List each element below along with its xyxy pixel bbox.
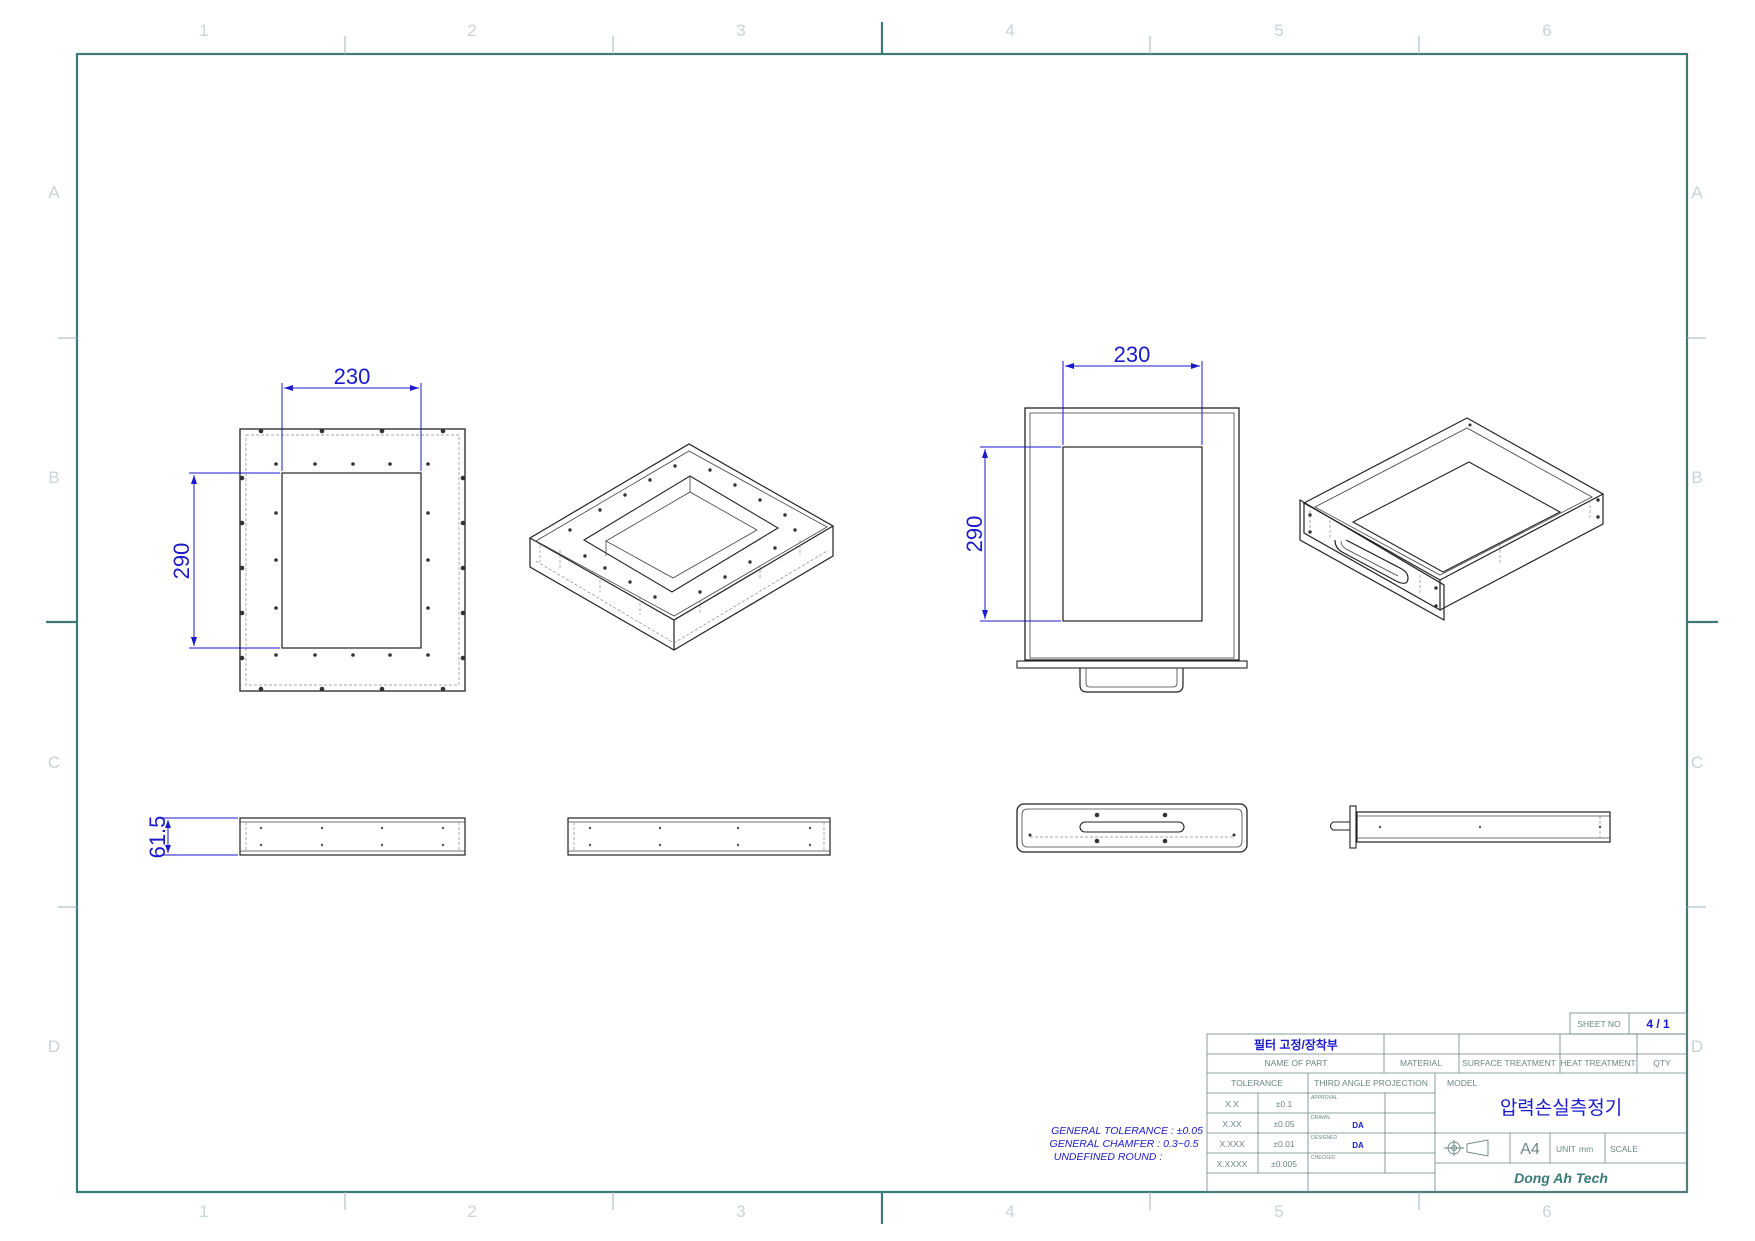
drawn-label: DRAWN (1311, 1115, 1330, 1121)
row-label-right-d: D (1691, 1037, 1703, 1056)
dim-text-left-side-height: 61.5 (145, 816, 170, 859)
note-general-tolerance: GENERAL TOLERANCE : ±0.05 (1051, 1125, 1203, 1137)
dim-right-top-width (1062, 361, 1203, 445)
dim-text-left-width: 230 (334, 364, 371, 389)
tolerance-value-4: ±0.005 (1271, 1159, 1297, 1169)
note-undefined-round: UNDEFINED ROUND : (1054, 1151, 1163, 1163)
dim-right-top-height (980, 446, 1061, 622)
qty-label: QTY (1653, 1058, 1671, 1068)
frame-iso-view (528, 443, 835, 652)
tolerance-format-4: X.XXXX (1217, 1159, 1248, 1169)
frame-top-view (239, 428, 466, 692)
row-label-left-d: D (48, 1037, 60, 1056)
col-label-top-2: 2 (467, 21, 476, 40)
center-marks (46, 22, 1718, 1224)
dim-left-side-height (163, 817, 238, 856)
col-label-top-4: 4 (1005, 21, 1014, 40)
drawn-value: DA (1352, 1121, 1364, 1130)
col-label-top-1: 1 (199, 21, 208, 40)
tolerance-format-1: X.X (1225, 1099, 1239, 1109)
model-name: 압력손실측정기 (1500, 1097, 1622, 1119)
scale-label: SCALE (1610, 1144, 1638, 1154)
surface-treatment-label: SURFACE TREATMENT (1462, 1058, 1556, 1068)
sheet-no-label: SHEET NO (1577, 1019, 1621, 1029)
col-label-bottom-3: 3 (736, 1202, 745, 1221)
drawer-front-view (1016, 803, 1248, 853)
approval-label: APPROVAL (1311, 1095, 1338, 1101)
frame-side-view (239, 817, 466, 856)
paper-size: A4 (1520, 1141, 1540, 1158)
col-label-bottom-2: 2 (467, 1202, 476, 1221)
col-label-bottom-4: 4 (1005, 1202, 1014, 1221)
row-label-left-a: A (48, 183, 60, 202)
tolerance-value-2: ±0.05 (1273, 1119, 1294, 1129)
tolerance-value-3: ±0.01 (1273, 1139, 1294, 1149)
model-label: MODEL (1447, 1078, 1478, 1088)
sheet-no-value: 4 / 1 (1646, 1017, 1670, 1031)
note-general-chamfer: GENERAL CHAMFER : 0.3~0.5 (1050, 1138, 1199, 1150)
drawing-border (75, 52, 1689, 1194)
tolerance-format-2: X.XX (1222, 1119, 1242, 1129)
dim-text-left-height: 290 (169, 543, 194, 580)
designed-label: DESIGNED (1311, 1135, 1338, 1141)
name-of-part-label: NAME OF PART (1265, 1058, 1328, 1068)
row-label-left-b: B (48, 468, 59, 487)
checked-label: CHECKED (1311, 1155, 1336, 1161)
designed-value: DA (1352, 1141, 1364, 1150)
zone-ticks (58, 36, 1706, 1210)
title-block (1206, 1012, 1688, 1193)
row-label-right-a: A (1691, 183, 1703, 202)
unit-value: mm (1579, 1144, 1593, 1154)
projection-symbol-icon (1444, 1139, 1489, 1157)
heat-treatment-label: HEAT TREATMENT (1560, 1058, 1635, 1068)
frame-front-view (567, 817, 831, 856)
dim-text-right-height: 290 (962, 516, 987, 553)
unit-label: UNIT (1556, 1144, 1576, 1154)
tolerance-label: TOLERANCE (1231, 1078, 1283, 1088)
row-label-left-c: C (48, 753, 60, 772)
tolerance-format-3: X.XXX (1219, 1139, 1244, 1149)
dim-left-top-height (189, 472, 280, 649)
drawer-top-view (1016, 407, 1248, 693)
col-label-top-5: 5 (1274, 21, 1283, 40)
company-name: Dong Ah Tech (1514, 1170, 1608, 1186)
col-label-bottom-5: 5 (1274, 1202, 1283, 1221)
row-label-right-c: C (1691, 753, 1703, 772)
drawer-iso-view (1299, 417, 1605, 622)
part-name: 필터 고정/장착부 (1254, 1037, 1338, 1052)
dim-text-right-width: 230 (1114, 342, 1151, 367)
dim-left-top-width (281, 383, 422, 471)
col-label-top-3: 3 (736, 21, 745, 40)
col-label-top-6: 6 (1542, 21, 1551, 40)
row-label-right-b: B (1691, 468, 1702, 487)
material-label: MATERIAL (1400, 1058, 1442, 1068)
col-label-bottom-6: 6 (1542, 1202, 1551, 1221)
col-label-bottom-1: 1 (199, 1202, 208, 1221)
tolerance-value-1: ±0.1 (1276, 1099, 1293, 1109)
projection-label: THIRD ANGLE PROJECTION (1314, 1078, 1428, 1088)
drawer-side-view (1329, 805, 1611, 849)
